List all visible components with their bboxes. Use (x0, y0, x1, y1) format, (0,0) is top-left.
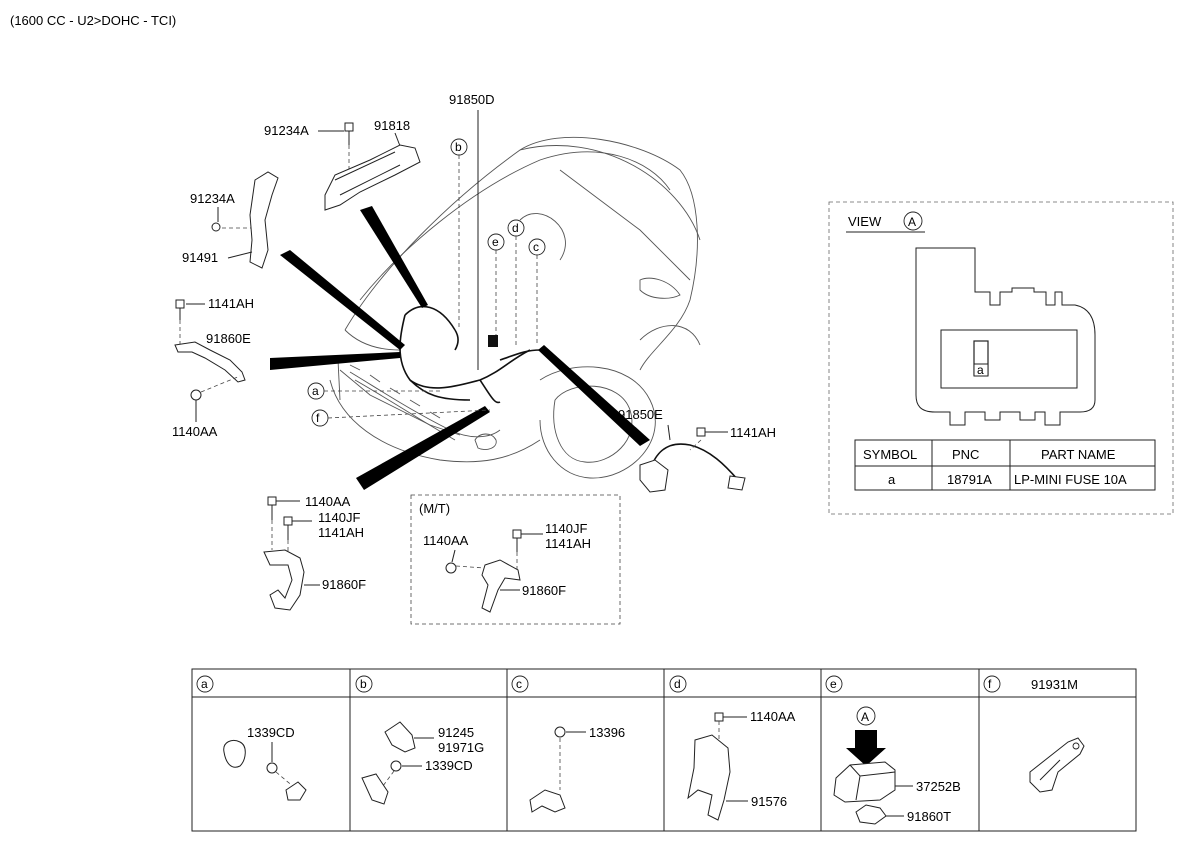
detail-f-title-91931M: 91931M (1031, 677, 1078, 692)
part-91860E-group: 1141AH 91860E 1140AA (172, 296, 254, 439)
detail-table: a 1339CD b 91245 91971G 1339CD c (191, 668, 1137, 832)
detail-c-symbol: c (516, 677, 522, 691)
detail-c-part-13396: 13396 (589, 725, 625, 740)
callout-d: d (507, 219, 525, 345)
label-1141AH-bottom: 1141AH (318, 525, 364, 540)
view-a-panel: VIEW A a SYMBOL PNC PART NAME a 18791A L… (828, 201, 1174, 515)
callout-f: f (311, 409, 491, 427)
page-title: (1600 CC - U2>DOHC - TCI) (10, 13, 176, 28)
main-harness (399, 305, 541, 404)
fuse-table-header-pnc: PNC (952, 447, 979, 462)
view-a-fuse-marker: a (977, 363, 984, 377)
detail-col-e: e A 37252B 91860T (825, 675, 961, 825)
leader-wedges (270, 206, 650, 490)
label-91234A-top: 91234A (264, 123, 309, 138)
detail-a-part-1339CD: 1339CD (247, 725, 295, 740)
label-1141AH-left: 1141AH (208, 296, 254, 311)
label-91860E: 91860E (206, 331, 251, 346)
view-direction-arrow-icon (846, 730, 886, 766)
detail-col-c: c 13396 (511, 675, 625, 813)
svg-text:e: e (492, 235, 499, 249)
callout-b: b (450, 138, 468, 330)
detail-b-part-91245: 91245 (438, 725, 474, 740)
label-91491: 91491 (182, 250, 218, 265)
label-mt-1140JF: 1140JF (545, 521, 587, 536)
mt-variant-box: (M/T) 1140AA 1140JF 1141AH 91860F (410, 494, 621, 625)
detail-d-part-91576: 91576 (751, 794, 787, 809)
label-91850D: 91850D (449, 92, 495, 107)
fuse-table-cell-part-name: LP-MINI FUSE 10A (1014, 472, 1127, 487)
fuse-table: SYMBOL PNC PART NAME a 18791A LP-MINI FU… (854, 439, 1156, 491)
label-91818: 91818 (374, 118, 410, 133)
detail-a-symbol: a (201, 677, 208, 691)
svg-text:f: f (316, 411, 320, 425)
detail-e-symbol: e (830, 677, 837, 691)
detail-b-symbol: b (360, 677, 367, 691)
fuse-table-cell-symbol: a (888, 472, 896, 487)
label-91860F-bottom: 91860F (322, 577, 366, 592)
callout-c: c (528, 238, 546, 345)
detail-e-part-91860T: 91860T (907, 809, 951, 824)
callout-e: e (487, 233, 505, 335)
label-mt-1140AA: 1140AA (423, 533, 469, 548)
part-91491-group: 91234A 91491 (182, 171, 279, 269)
detail-b-part-91971G: 91971G (438, 740, 484, 755)
fuse-table-cell-pnc: 18791A (947, 472, 992, 487)
label-91234A-left: 91234A (190, 191, 235, 206)
part-91850E-group: 91850E 1141AH (618, 407, 776, 493)
svg-text:d: d (512, 221, 519, 235)
vehicle-front-illustration (329, 136, 701, 479)
part-91860F-group: 1140AA 1140JF 1141AH 91860F (263, 494, 366, 611)
detail-col-b: b 91245 91971G 1339CD (355, 675, 484, 805)
svg-text:c: c (533, 240, 539, 254)
detail-f-symbol: f (988, 677, 992, 691)
view-a-marker: A (908, 215, 916, 229)
detail-e-part-37252B: 37252B (916, 779, 961, 794)
detail-col-d: d 1140AA 91576 (669, 675, 796, 821)
view-a-title: VIEW (848, 214, 882, 229)
label-mt-1141AH: 1141AH (545, 536, 591, 551)
detail-d-part-1140AA: 1140AA (750, 709, 796, 724)
mt-box-title: (M/T) (419, 501, 450, 516)
detail-b-part-1339CD: 1339CD (425, 758, 473, 773)
detail-col-a: a 1339CD (196, 675, 307, 801)
fuse-table-header-part-name: PART NAME (1041, 447, 1116, 462)
label-1140AA-left: 1140AA (172, 424, 218, 439)
detail-col-f: f 91931M (983, 675, 1085, 793)
label-1140AA-bottom: 1140AA (305, 494, 351, 509)
label-1141AH-right: 1141AH (730, 425, 776, 440)
part-91818-group: 91234A 91818 (264, 118, 421, 211)
label-91850E: 91850E (618, 407, 663, 422)
fuse-table-header-symbol: SYMBOL (863, 447, 917, 462)
detail-e-marker: A (861, 710, 869, 724)
callout-a: a (307, 382, 440, 400)
label-1140JF-bottom: 1140JF (318, 510, 360, 525)
svg-text:b: b (455, 140, 462, 154)
label-mt-91860F: 91860F (522, 583, 566, 598)
detail-d-symbol: d (674, 677, 681, 691)
svg-text:a: a (312, 384, 319, 398)
